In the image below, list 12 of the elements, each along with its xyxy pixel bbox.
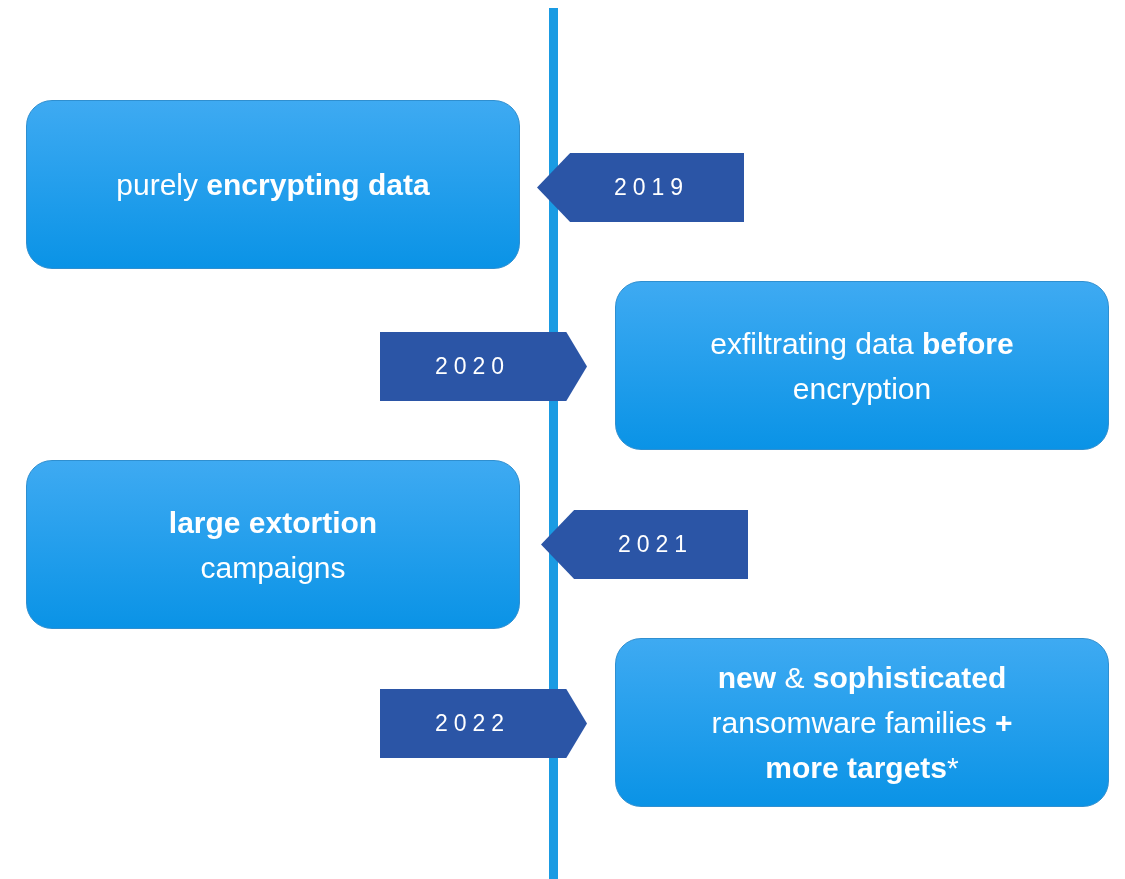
milestone-text: large extortion campaigns (167, 504, 379, 586)
year-tag: 2020 (380, 332, 587, 401)
year-tag: 2021 (541, 510, 748, 579)
milestone-card (26, 460, 520, 629)
milestone-card (26, 100, 520, 269)
milestone-card (615, 281, 1109, 450)
milestone-text: new & sophisticated ransomware families + more targets* (710, 660, 1014, 786)
milestone-text: purely encrypting data (116, 167, 430, 203)
milestone-text: exfiltrating data before encryption (709, 325, 1015, 407)
year-tag: 2022 (380, 689, 587, 758)
milestone-card (615, 638, 1109, 807)
year-tag: 2019 (537, 153, 744, 222)
